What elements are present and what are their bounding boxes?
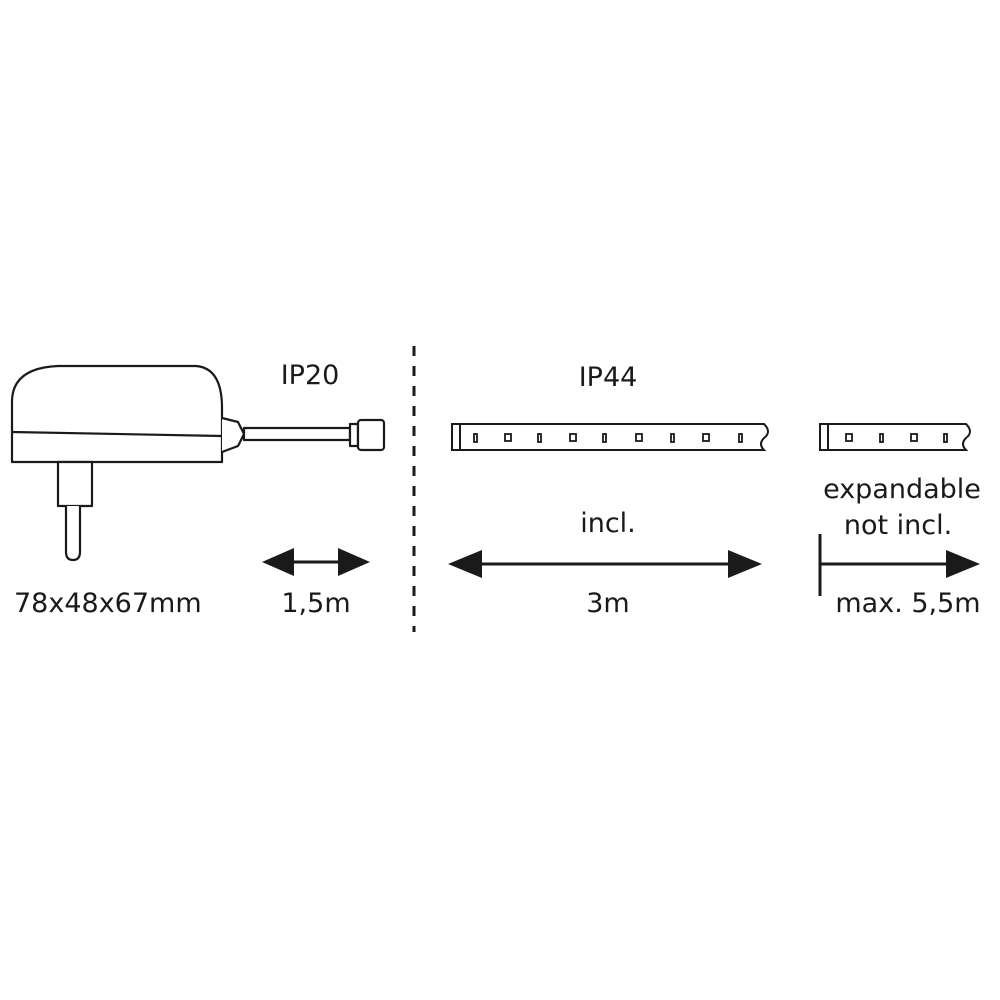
strip-length-label: 3m xyxy=(586,588,630,619)
adapter-cable-collar xyxy=(348,422,360,448)
plug-housing xyxy=(56,460,94,508)
led-chips xyxy=(473,433,743,443)
power-adapter-icon xyxy=(10,364,386,562)
extension-label-line2: not incl. xyxy=(843,510,953,541)
cable-arrow-left-head xyxy=(262,548,294,576)
plug-pin xyxy=(64,506,82,562)
adapter-seam xyxy=(11,430,223,438)
strip-inclusion-label: incl. xyxy=(580,508,636,539)
led-strip-body xyxy=(451,423,769,451)
cable-arrow-right-head xyxy=(338,548,370,576)
adapter-collar xyxy=(221,416,246,454)
strip-arrow-left-head xyxy=(448,550,482,578)
adapter-cable xyxy=(242,426,352,442)
led-strip-icon xyxy=(451,423,769,451)
extension-strip-icon xyxy=(819,423,971,451)
extension-led-chips xyxy=(845,433,948,443)
extension-max-length: max. 5,5m xyxy=(835,588,981,619)
adapter-body xyxy=(10,364,224,464)
extension-strip-body xyxy=(819,423,971,451)
cable-length-label: 1,5m xyxy=(281,588,351,619)
extension-label-line1: expandable xyxy=(823,474,981,505)
strip-arrow-right-head xyxy=(728,550,762,578)
strip-ip-rating: IP44 xyxy=(578,362,638,393)
connector-plug xyxy=(356,418,386,452)
adapter-ip-rating: IP20 xyxy=(280,360,340,391)
extension-arrow-head xyxy=(946,550,980,578)
adapter-dimensions: 78x48x67mm xyxy=(14,588,202,619)
